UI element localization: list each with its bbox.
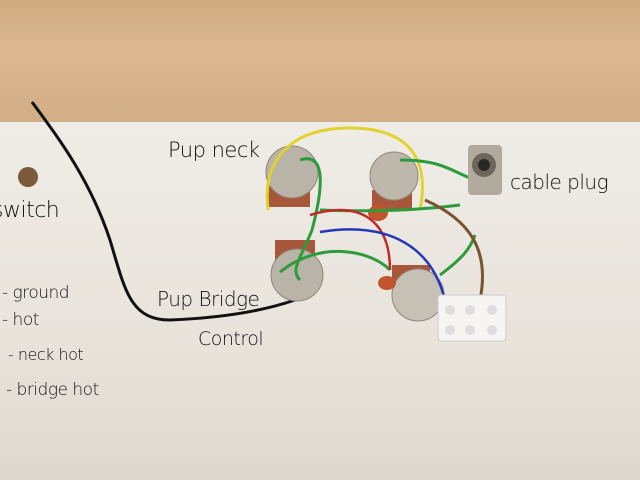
red-wire bbox=[309, 208, 392, 271]
label-control: Control bbox=[198, 328, 264, 350]
label-neck-hot: - neck hot bbox=[8, 345, 84, 364]
blue-wire bbox=[319, 228, 447, 301]
yellow-wire bbox=[265, 126, 424, 211]
wooden-table bbox=[0, 0, 640, 124]
black-wire bbox=[30, 101, 296, 322]
label-pup-bridge: Pup Bridge bbox=[157, 287, 260, 311]
mounting-hole bbox=[18, 167, 38, 187]
label-pup-neck: Pup neck bbox=[168, 138, 260, 162]
label-hot: - hot bbox=[2, 310, 39, 330]
pot-neck-volume bbox=[265, 145, 319, 207]
pot-bridge-tone bbox=[391, 265, 445, 322]
label-ground: - ground bbox=[2, 283, 70, 303]
output-jack bbox=[468, 145, 502, 195]
label-bridge-hot: - bridge hot bbox=[6, 380, 99, 400]
pot-neck-tone bbox=[369, 151, 419, 210]
brown-wire bbox=[424, 198, 485, 301]
green-wire bbox=[294, 157, 322, 282]
capacitor bbox=[378, 276, 396, 290]
label-switch: switch bbox=[0, 198, 60, 223]
terminal-block bbox=[437, 294, 507, 342]
label-cable-plug: cable plug bbox=[510, 170, 609, 194]
